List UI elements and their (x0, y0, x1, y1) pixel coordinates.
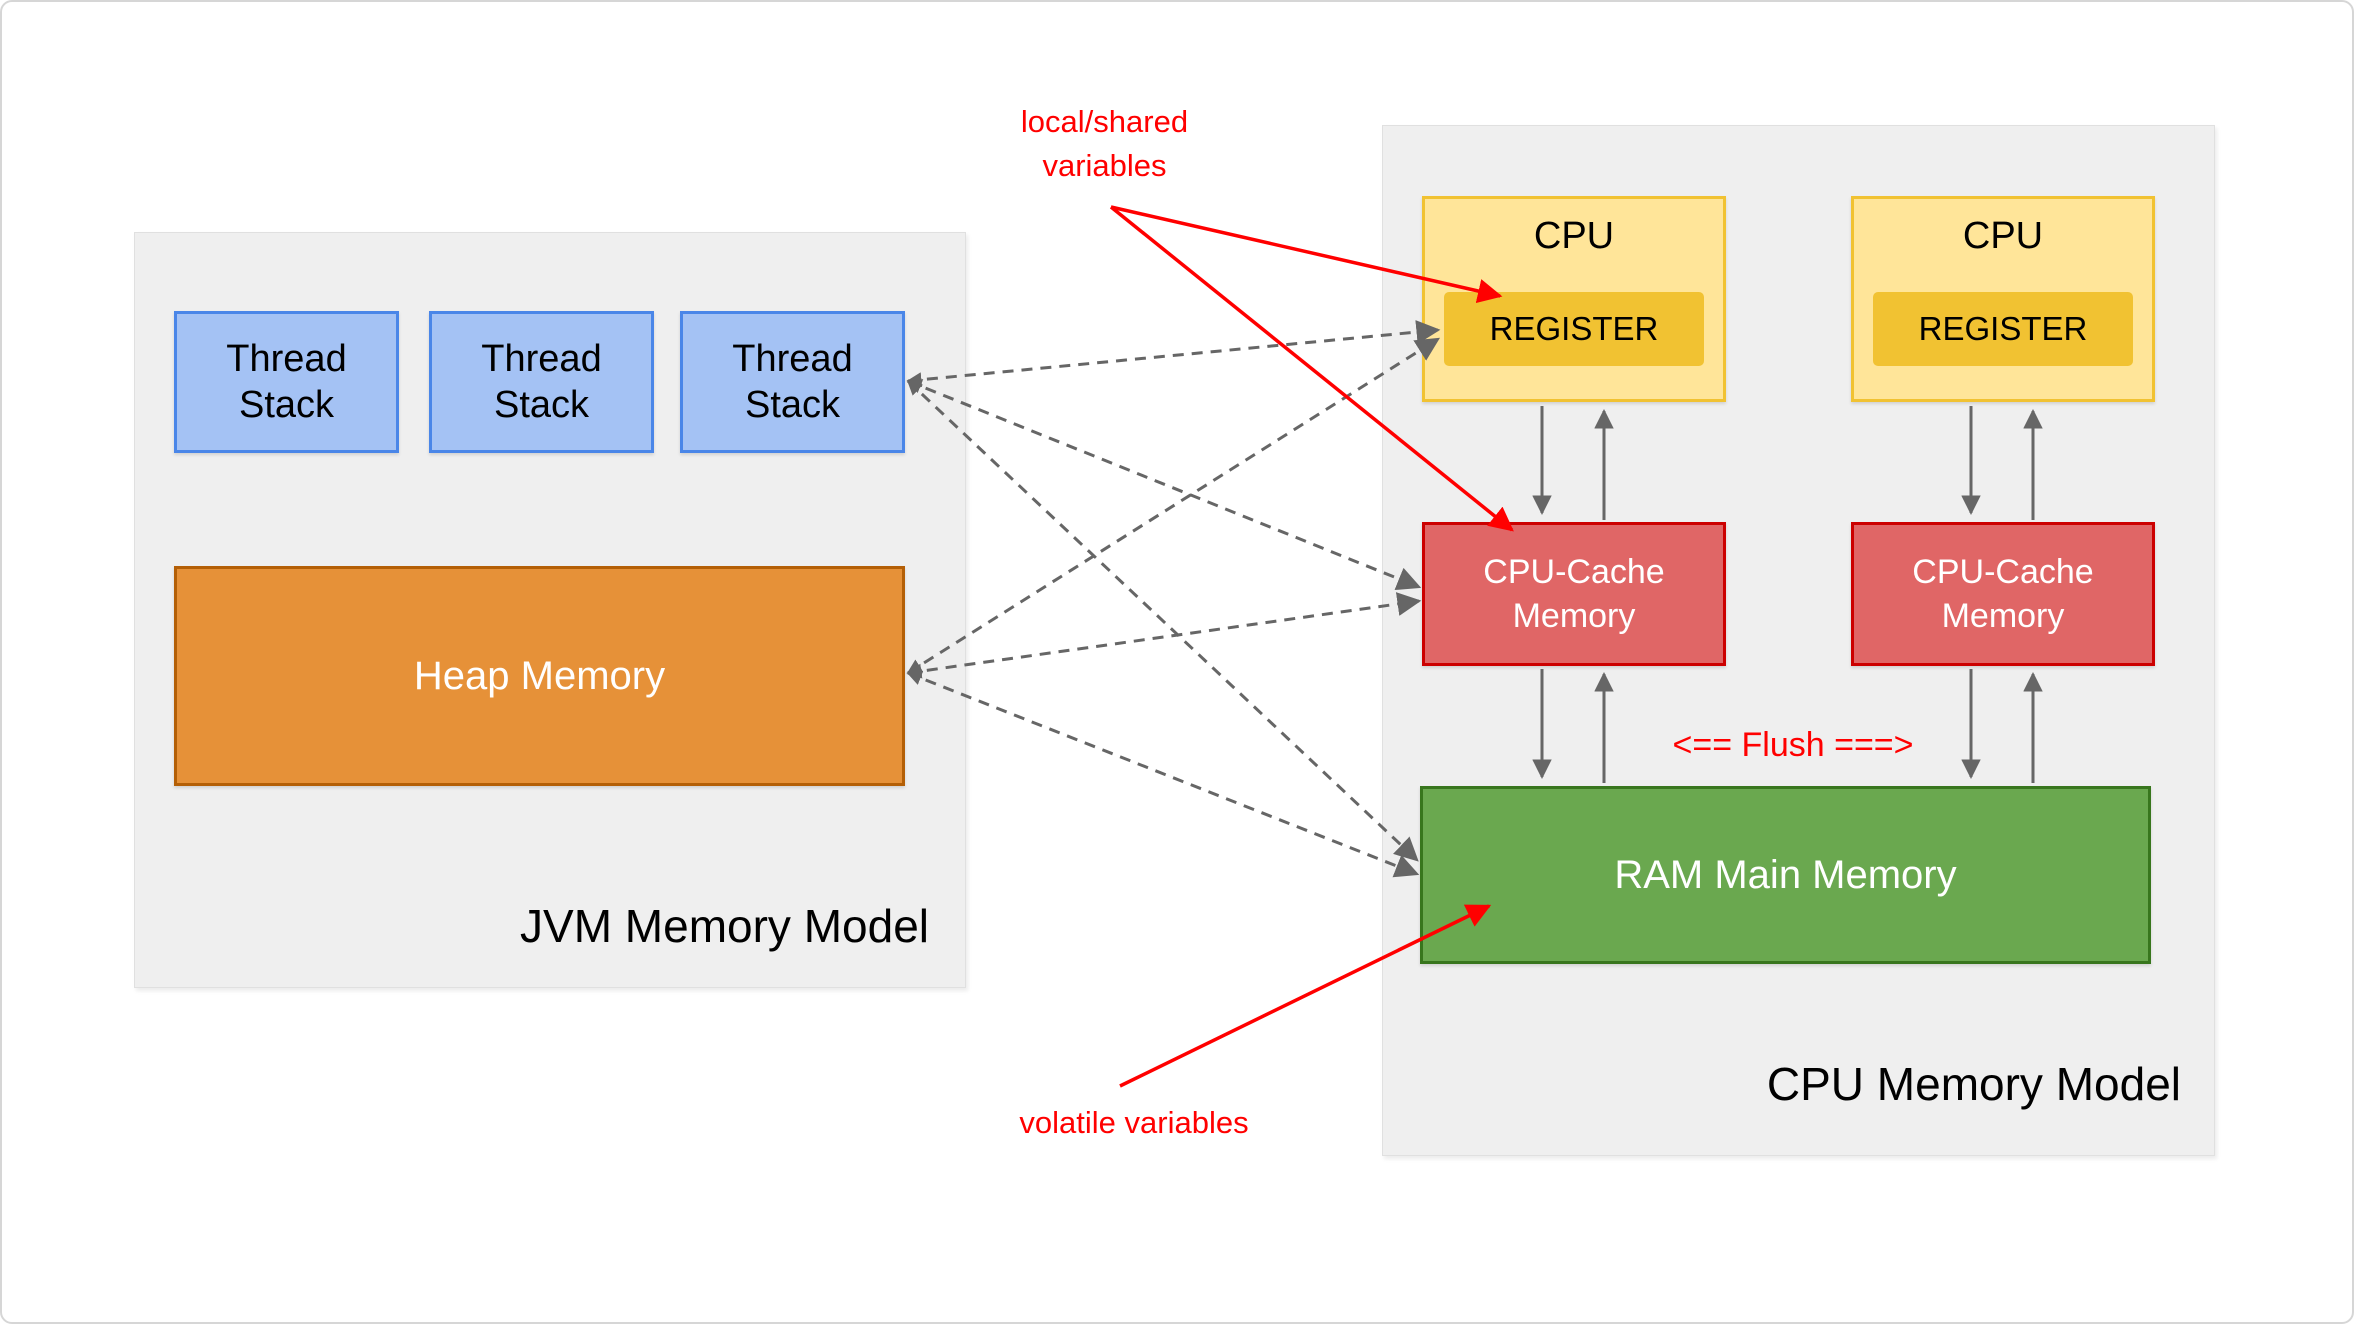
volatile-variables-annotation: volatile variables (1019, 1105, 1249, 1140)
ram-label: RAM Main Memory (1614, 852, 1957, 897)
dashed-links (906, 320, 1441, 878)
local-shared-variables-annotation: local/shared variables (957, 100, 1252, 188)
cache-label-line1: CPU-Cache (1483, 552, 1665, 591)
register-label: REGISTER (1918, 310, 2088, 347)
ram-main-memory-box: RAM Main Memory (1420, 786, 2151, 964)
thread-stack-box-2: Thread Stack (429, 311, 654, 453)
thread-stack-box-1: Thread Stack (174, 311, 399, 453)
heap-memory-box: Heap Memory (174, 566, 905, 786)
heap-memory-label: Heap Memory (413, 653, 666, 698)
cpu-memory-model-container: CPU REGISTER CPU REGISTER CPU-Cache Memo… (1382, 125, 2215, 1156)
register-box-1: REGISTER (1444, 292, 1704, 366)
cpu-model-title: CPU Memory Model (1766, 1058, 2181, 1110)
annotation-line: local/shared (1020, 104, 1189, 139)
thread-stack-label: Thread Stack (481, 337, 602, 426)
dashed-link-thread-cache (906, 379, 1422, 591)
thread-stack-label: Thread Stack (226, 337, 347, 426)
cpu-label: CPU (1533, 215, 1615, 257)
dashed-link-thread-register (906, 320, 1441, 388)
annotation-line: variables (1042, 148, 1167, 184)
register-label: REGISTER (1489, 310, 1659, 347)
dashed-link-thread-ram (906, 379, 1419, 862)
dashed-link-heap-register (906, 337, 1441, 675)
cache-label-line2: Memory (1941, 597, 2065, 635)
thread-stack-label: Thread Stack (732, 337, 853, 426)
cpu-box-1: CPU REGISTER (1422, 196, 1726, 402)
cpu-box-2: CPU REGISTER (1851, 196, 2155, 402)
register-box-2: REGISTER (1873, 292, 2133, 366)
flush-annotation: <== Flush ===> (1672, 726, 1914, 764)
cpu-cache-box-1: CPU-Cache Memory (1422, 522, 1726, 666)
cache-label-line1: CPU-Cache (1912, 552, 2094, 591)
dashed-link-heap-cache (906, 592, 1422, 679)
jvm-model-title: JVM Memory Model (520, 900, 929, 952)
dashed-link-heap-ram (906, 670, 1420, 878)
thread-stack-box-3: Thread Stack (680, 311, 905, 453)
cpu-label: CPU (1962, 215, 2044, 257)
jvm-memory-model-container: Thread Stack Thread Stack Thread Stack H… (134, 232, 966, 988)
cpu-cache-box-2: CPU-Cache Memory (1851, 522, 2155, 666)
cache-label-line2: Memory (1512, 597, 1636, 635)
